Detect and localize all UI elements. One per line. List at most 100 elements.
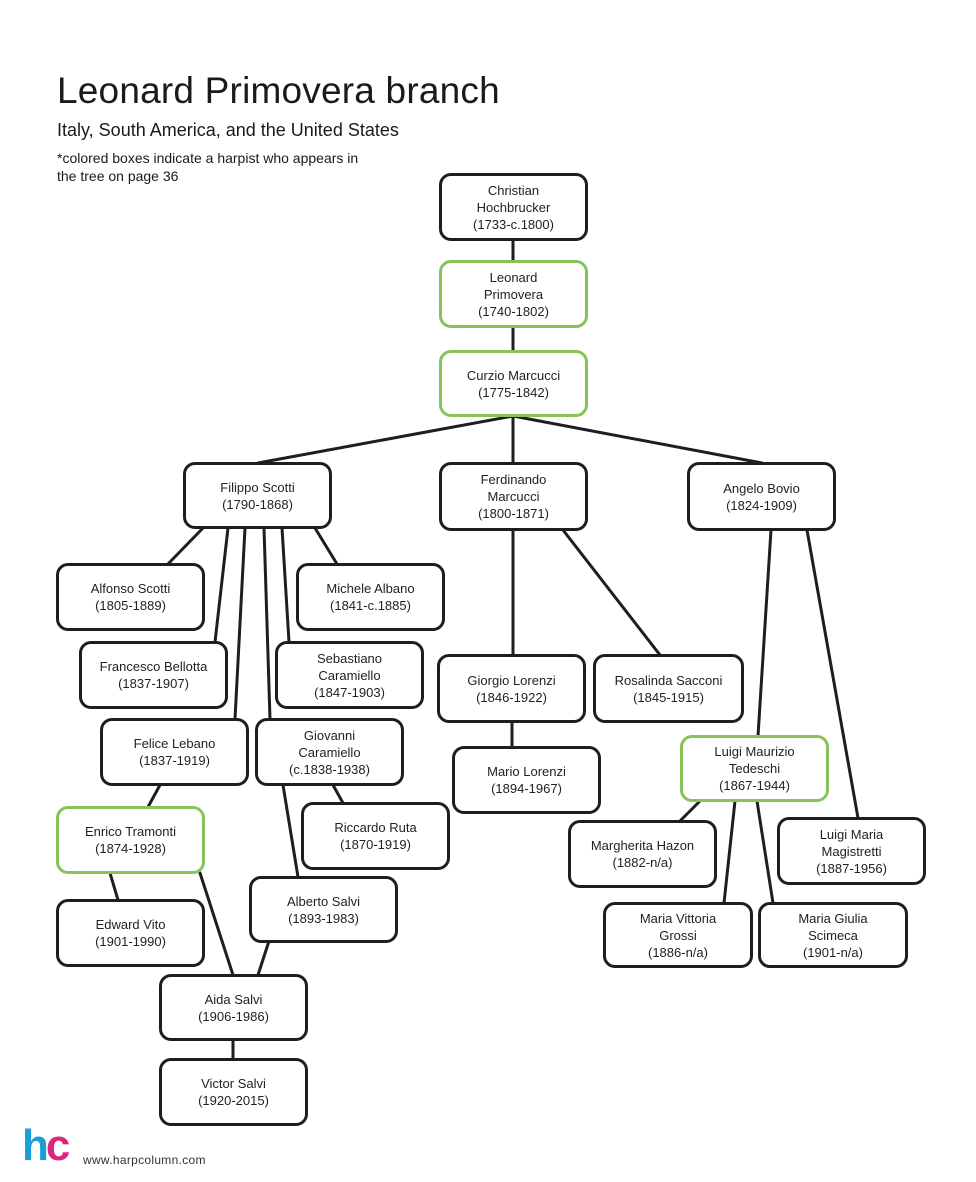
node-name: Margherita Hazon [590, 838, 695, 853]
node-name: Enrico Tramonti [84, 824, 177, 839]
node-tedeschi: Luigi Maurizio Tedeschi (1867-1944) [680, 735, 829, 802]
node-lebano: Felice Lebano (1837-1919) [100, 718, 249, 786]
legend-note: *colored boxes indicate a harpist who ap… [57, 150, 359, 184]
node-name: Christian [487, 182, 540, 198]
connector-line [198, 871, 235, 977]
node-name: Grossi [659, 927, 697, 943]
node-dates: (1800-1871) [478, 506, 549, 521]
connector-line [256, 414, 515, 465]
connector-line [561, 528, 662, 657]
connector-line [511, 414, 764, 465]
node-magistretti: Luigi Maria Magistretti (1887-1956) [777, 817, 926, 885]
connector-line [756, 528, 773, 738]
node-name: Caramiello [318, 667, 381, 683]
node-name: Caramiello [298, 744, 361, 760]
node-dates: (1740-1802) [478, 303, 549, 319]
connector-line [213, 526, 230, 644]
node-ruta: Riccardo Ruta (1870-1919) [301, 802, 450, 870]
connector-line [166, 526, 205, 566]
page-title: Leonard Primovera branch [57, 70, 500, 111]
logo-letter-h: h [22, 1121, 49, 1170]
node-name: Giorgio Lorenzi [467, 672, 556, 688]
node-marcucci-curzio: Curzio Marcucci (1775-1842) [439, 350, 588, 417]
node-name: Marcucci [487, 489, 540, 504]
node-dates: (1733-c.1800) [473, 216, 554, 232]
node-dates: (1906-1986) [198, 1008, 269, 1024]
node-name: Edward Vito [95, 917, 166, 932]
node-name: Felice Lebano [133, 736, 216, 751]
connector-line [805, 528, 860, 820]
node-caramiello-giovanni: Giovanni Caramiello (c.1838-1938) [255, 718, 404, 786]
node-dates: (1845-1915) [633, 689, 704, 705]
connector-line [313, 526, 339, 566]
node-dates: (1837-1907) [118, 676, 189, 691]
node-name: Aida Salvi [204, 991, 263, 1007]
node-name: Riccardo Ruta [334, 820, 417, 835]
node-dates: (1805-1889) [95, 598, 166, 613]
node-name: Magistretti [821, 843, 882, 859]
node-salvi-victor: Victor Salvi (1920-2015) [159, 1058, 308, 1126]
node-name: Giovanni [303, 727, 356, 743]
node-lorenzi-mario: Mario Lorenzi (1894-1967) [452, 746, 601, 814]
node-dates: (1894-1967) [491, 781, 562, 796]
node-sacconi: Rosalinda Sacconi (1845-1915) [593, 654, 744, 723]
node-name: Primovera [483, 286, 544, 302]
node-dates: (1870-1919) [340, 837, 411, 852]
node-lorenzi-giorgio: Giorgio Lorenzi (1846-1922) [437, 654, 586, 723]
connector-line [755, 799, 775, 905]
connector-line [146, 783, 162, 809]
connector-line [280, 526, 291, 644]
node-name: Alfonso Scotti [90, 581, 171, 596]
node-name: Filippo Scotti [220, 479, 295, 495]
node-albano: Michele Albano (1841-c.1885) [296, 563, 445, 631]
connector-line [281, 783, 300, 879]
connector-line [262, 526, 272, 721]
node-dates: (1901-1990) [95, 934, 166, 949]
node-dates: (1790-1868) [222, 496, 293, 512]
connector-line [331, 783, 345, 805]
node-hochbrucker: Christian Hochbrucker (1733-c.1800) [439, 173, 588, 241]
node-dates: (1901-n/a) [803, 944, 863, 960]
node-name: Maria Vittoria [639, 910, 717, 926]
connector-line [256, 939, 271, 977]
node-dates: (1824-1909) [726, 497, 797, 513]
node-name: Angelo Bovio [723, 480, 800, 496]
node-dates: (1841-c.1885) [330, 598, 411, 613]
node-dates: (1882-n/a) [612, 855, 673, 870]
node-scotti-alfonso: Alfonso Scotti (1805-1889) [56, 563, 205, 631]
connector-line [108, 871, 120, 902]
node-name: Sebastiano [316, 650, 383, 666]
node-dates: (1874-1928) [95, 841, 166, 856]
node-bovio: Angelo Bovio (1824-1909) [687, 462, 836, 531]
harpcolumn-logo: hc [22, 1121, 71, 1170]
node-dates: (1837-1919) [139, 753, 210, 768]
node-salvi-aida: Aida Salvi (1906-1986) [159, 974, 308, 1041]
node-dates: (1886-n/a) [648, 944, 708, 960]
node-vito: Edward Vito (1901-1990) [56, 899, 205, 967]
node-bellotta: Francesco Bellotta (1837-1907) [79, 641, 228, 709]
node-caramiello-sebastiano: Sebastiano Caramiello (1847-1903) [275, 641, 424, 709]
footer-url: www.harpcolumn.com [83, 1153, 206, 1167]
connector-line [678, 799, 702, 823]
node-name: Hochbrucker [476, 199, 551, 215]
node-dates: (1893-1983) [288, 910, 359, 926]
node-name: Maria Giulia [798, 910, 868, 926]
node-hazon: Margherita Hazon (1882-n/a) [568, 820, 717, 888]
node-name: Alberto Salvi [287, 893, 360, 909]
node-primovera: Leonard Primovera (1740-1802) [439, 260, 588, 328]
node-grossi: Maria Vittoria Grossi (1886-n/a) [603, 902, 753, 968]
node-name: Luigi Maurizio [714, 744, 795, 759]
node-name: Ferdinando [480, 472, 547, 487]
page-subtitle: Italy, South America, and the United Sta… [57, 120, 399, 140]
node-dates: (1920-2015) [198, 1093, 269, 1108]
node-name: Scimeca [808, 927, 858, 943]
node-name: Francesco Bellotta [99, 659, 208, 674]
node-name: Luigi Maria [819, 826, 884, 842]
node-name: Michele Albano [326, 581, 415, 596]
node-scotti-filippo: Filippo Scotti (1790-1868) [183, 462, 332, 529]
node-dates: (c.1838-1938) [289, 761, 370, 777]
node-name: Mario Lorenzi [487, 764, 566, 779]
node-name: Victor Salvi [201, 1076, 266, 1091]
logo-letter-c: c [45, 1121, 71, 1170]
